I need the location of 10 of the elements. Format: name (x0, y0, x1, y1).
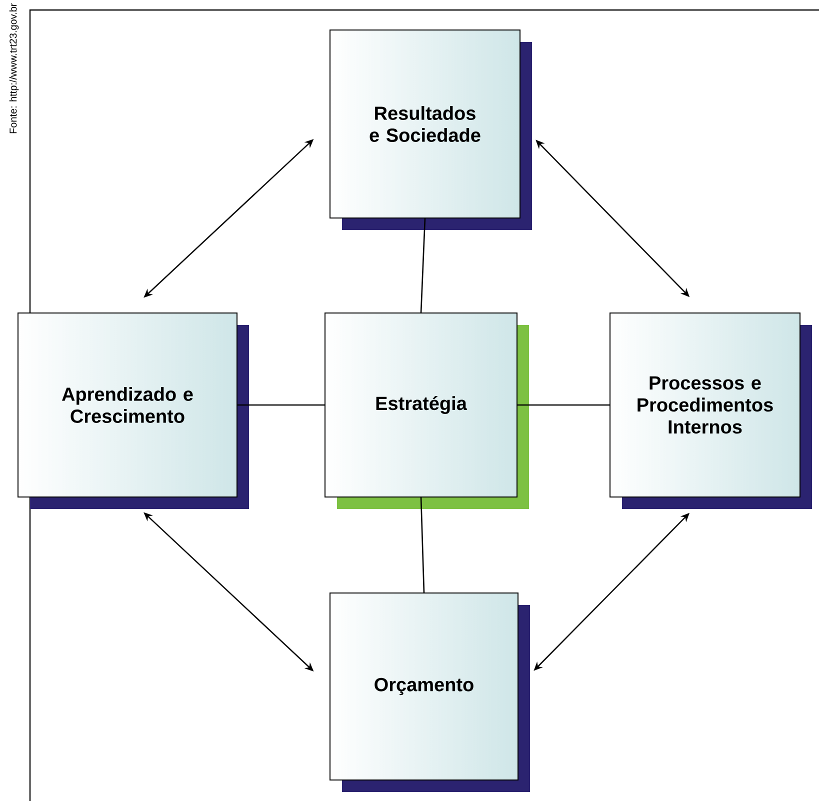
shadowed-box: Processos e Procedimentos Internos (610, 312, 812, 509)
connector-line (237, 404, 325, 406)
shadowed-box: Resultados e Sociedade (330, 30, 532, 230)
connector-line (517, 404, 610, 406)
connector-line (420, 497, 425, 593)
shadowed-box: Estratégia (324, 312, 529, 509)
connector-line (420, 218, 426, 313)
source-note: Fonte: http://www.trt23.gov.br (9, 3, 19, 134)
shadowed-box: Aprendizado e Crescimento (18, 312, 249, 509)
shadowed-box: Orçamento (330, 592, 530, 792)
